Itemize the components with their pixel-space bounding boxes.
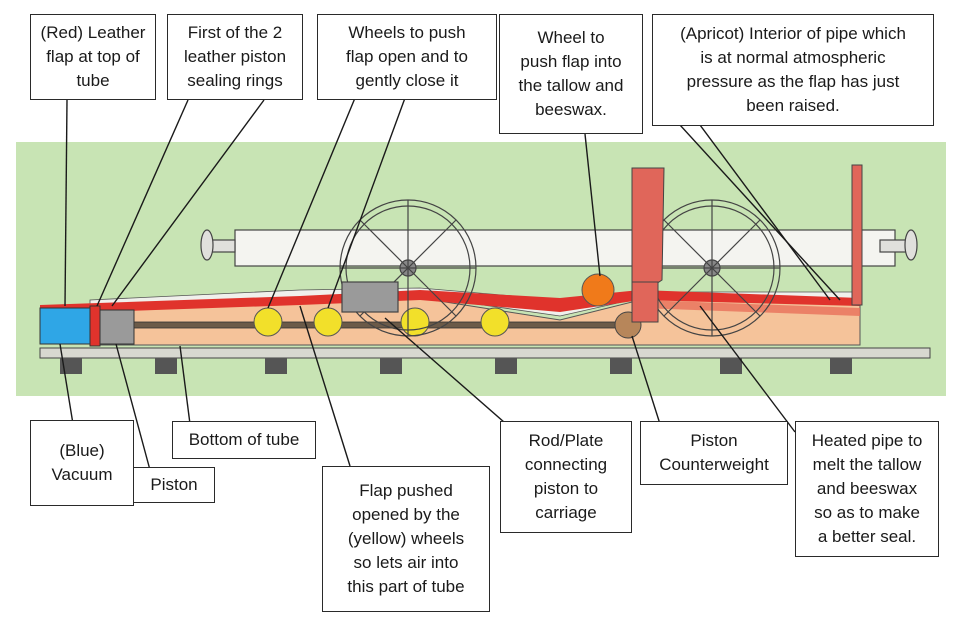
rail-track: [39, 347, 931, 374]
label-sealing-rings: First of the 2 leather piston sealing ri…: [167, 14, 303, 100]
label-flap-pushed: Flap pushed opened by the (yellow) wheel…: [322, 466, 490, 612]
label-wheel-tallow: Wheel to push flap into the tallow and b…: [499, 14, 643, 134]
label-blue-vacuum: (Blue) Vacuum: [30, 420, 134, 506]
push-wheel: [581, 273, 615, 307]
label-rod-plate: Rod/Plate connecting piston to carriage: [500, 421, 632, 533]
piston-block: [99, 309, 135, 345]
heated-pipe: [640, 300, 860, 316]
label-heated-pipe: Heated pipe to melt the tallow and beesw…: [795, 421, 939, 557]
red-uprights: [631, 164, 863, 323]
label-red-flap: (Red) Leather flap at top of tube: [30, 14, 156, 100]
label-wheels-push: Wheels to push flap open and to gently c…: [317, 14, 497, 100]
label-bottom-tube: Bottom of tube: [172, 421, 316, 459]
label-piston: Piston: [133, 467, 215, 503]
front-sealing-ring: [89, 305, 101, 347]
leader-lines: [59, 97, 841, 471]
blue-vacuum: [39, 307, 93, 345]
label-apricot-interior: (Apricot) Interior of pipe which is at n…: [652, 14, 934, 126]
label-counterweight: Piston Counterweight: [640, 421, 788, 485]
